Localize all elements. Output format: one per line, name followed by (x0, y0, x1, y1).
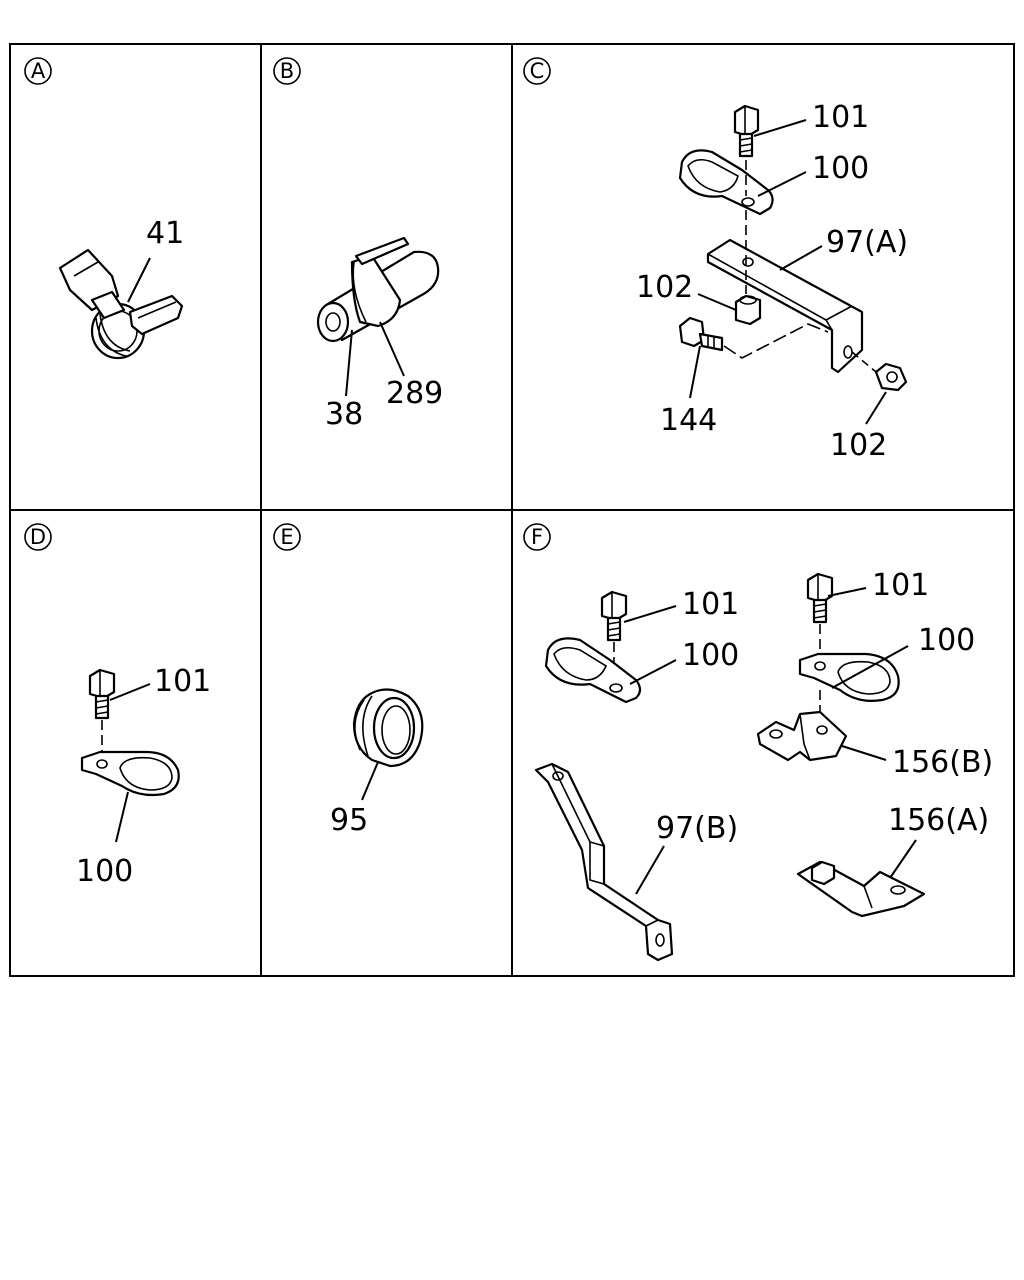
bolt-144-part (678, 316, 724, 352)
leader-100-d (115, 791, 129, 843)
callout-102-right: 102 (830, 428, 887, 463)
leader-156b (841, 745, 887, 761)
callout-144: 144 (660, 403, 717, 438)
assembly-axes (723, 160, 877, 373)
p-clip-part-f-left (544, 637, 642, 704)
callout-289: 289 (386, 376, 443, 411)
bracket-97b-part (534, 762, 674, 962)
panel-f: F 101 100 (523, 523, 993, 962)
p-clip-part (678, 149, 774, 216)
leader-38 (345, 329, 353, 397)
callout-41: 41 (146, 216, 184, 251)
callout-156a: 156(A) (888, 803, 989, 838)
hose-clamp-part (58, 248, 184, 360)
leader-101-d (109, 683, 151, 701)
panel-a: A 41 (24, 57, 184, 360)
svg-text:C: C (530, 59, 545, 83)
leader-101-c (753, 119, 807, 137)
callout-95: 95 (330, 803, 368, 838)
leader-97b (635, 845, 665, 895)
leader-102-mid (697, 293, 737, 311)
nut-part (734, 294, 762, 326)
callout-97a: 97(A) (826, 225, 908, 260)
leader-97a (779, 245, 823, 271)
leader-100-f-right (831, 645, 909, 689)
svg-text:B: B (280, 59, 294, 83)
panel-grid (9, 43, 1015, 977)
grommet-part (352, 688, 424, 768)
bracket-156a-part (796, 860, 926, 918)
bolt-part-f-right (806, 572, 834, 624)
tube-with-clip-part (316, 236, 440, 343)
leader-101-f-left (623, 605, 677, 623)
bolt-part-d (88, 668, 116, 720)
panel-c-badge: C (523, 57, 551, 85)
callout-100-f-right: 100 (918, 623, 975, 658)
leader-289 (379, 321, 405, 377)
bolt-part (733, 104, 760, 158)
svg-text:A: A (31, 59, 46, 83)
leader-41 (127, 257, 151, 303)
callout-38: 38 (325, 397, 363, 432)
callout-100-d: 100 (76, 854, 133, 889)
callout-101-d: 101 (154, 664, 211, 699)
leader-144 (689, 345, 701, 399)
panel-e-badge: E (273, 523, 301, 551)
nut-part-right (874, 362, 908, 392)
p-clip-part-d (80, 750, 180, 797)
panel-d: D 101 100 (24, 523, 211, 889)
panel-b-badge: B (273, 57, 301, 85)
panel-a-badge: A (24, 57, 52, 85)
callout-101-f-left: 101 (682, 587, 739, 622)
leader-102-right (865, 391, 887, 425)
panel-b: B 38 289 (273, 57, 443, 432)
callout-100-f-left: 100 (682, 638, 739, 673)
svg-text:D: D (30, 525, 46, 549)
callout-101-f-right: 101 (872, 568, 929, 603)
leader-101-f-right (827, 587, 867, 597)
callout-100-c: 100 (812, 151, 869, 186)
callout-101-c: 101 (812, 100, 869, 135)
leader-100-f-left (629, 659, 677, 685)
bracket-156b-part (756, 710, 848, 762)
svg-text:E: E (280, 525, 293, 549)
leader-100-c (757, 171, 807, 197)
panel-e: E 95 (273, 523, 424, 838)
leader-95 (361, 761, 379, 801)
leader-156a (889, 839, 917, 879)
bolt-part-f-left (600, 590, 628, 642)
callout-156b: 156(B) (892, 745, 993, 780)
panel-c: C (523, 57, 908, 463)
panel-d-badge: D (24, 523, 52, 551)
panel-f-badge: F (523, 523, 551, 551)
svg-text:F: F (531, 525, 543, 549)
callout-102-mid: 102 (636, 270, 693, 305)
callout-97b: 97(B) (656, 811, 738, 846)
